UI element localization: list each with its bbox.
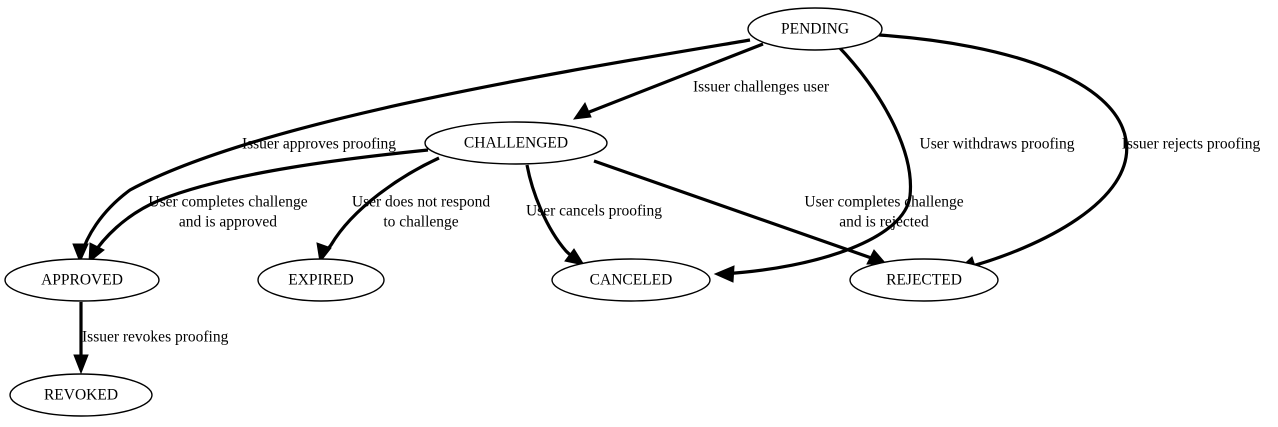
node-challenged-label: CHALLENGED — [464, 135, 568, 152]
edge-pending-canceled-path — [721, 44, 913, 276]
edge-label-pending-rejected: Issuer rejects proofing — [1122, 136, 1261, 153]
edge-challenged-canceled-arrowhead — [564, 248, 586, 266]
edge-challenged-expired — [316, 156, 440, 264]
node-revoked-label: REVOKED — [44, 387, 118, 404]
node-rejected[interactable]: REJECTED — [849, 258, 999, 302]
node-rejected-label: REJECTED — [886, 272, 962, 289]
node-revoked-shape[interactable] — [9, 373, 153, 417]
edge-label-challenged-approved-line1: User completes challenge — [148, 194, 307, 211]
edge-pending-rejected — [878, 33, 1129, 273]
node-pending-shape[interactable] — [747, 7, 883, 51]
edge-label-challenged-canceled: User cancels proofing — [526, 203, 662, 220]
edge-label-pending-challenged: Issuer challenges user — [693, 79, 830, 96]
edge-pending-canceled-arrowhead — [713, 265, 735, 283]
edge-pending-canceled — [713, 44, 913, 283]
node-pending-label: PENDING — [781, 21, 849, 38]
node-challenged-shape[interactable] — [424, 121, 608, 165]
edge-pending-rejected-path — [878, 33, 1129, 270]
edge-pending-approved-path — [79, 38, 751, 257]
node-expired-shape[interactable] — [257, 258, 385, 302]
node-canceled-shape[interactable] — [551, 258, 711, 302]
edge-pending-challenged-arrowhead — [572, 101, 592, 120]
edge-label-pending-canceled: User withdraws proofing — [920, 136, 1075, 153]
node-approved-shape[interactable] — [4, 258, 160, 302]
node-expired[interactable]: EXPIRED — [257, 258, 385, 302]
node-rejected-shape[interactable] — [849, 258, 999, 302]
edge-pending-challenged-path — [578, 42, 764, 118]
node-canceled[interactable]: CANCELED — [551, 258, 711, 302]
node-pending[interactable]: PENDING — [747, 7, 883, 51]
edge-challenged-canceled — [525, 164, 586, 266]
node-challenged[interactable]: CHALLENGED — [424, 121, 608, 165]
edge-challenged-approved-path — [90, 148, 429, 257]
edge-label-challenged-rejected-line1: User completes challenge — [804, 194, 963, 211]
edge-pending-approved — [72, 38, 751, 264]
node-approved-label: APPROVED — [41, 272, 123, 289]
edge-challenged-rejected-path — [593, 159, 881, 263]
node-expired-label: EXPIRED — [288, 272, 353, 289]
node-canceled-label: CANCELED — [590, 272, 673, 289]
edge-approved-revoked — [73, 302, 89, 375]
edge-label-approved-revoked: Issuer revokes proofing — [82, 329, 229, 346]
edge-challenged-approved-arrowhead — [88, 242, 105, 264]
edge-label-challenged-rejected-line2: and is rejected — [839, 214, 929, 231]
edge-label-pending-approved: Issuer approves proofing — [242, 136, 396, 153]
node-approved[interactable]: APPROVED — [4, 258, 160, 302]
edge-approved-revoked-arrowhead — [73, 354, 89, 375]
edge-label-challenged-expired-line1: User does not respond — [352, 194, 490, 211]
edge-label-challenged-approved-line2: and is approved — [179, 214, 277, 231]
edge-pending-approved-arrowhead — [72, 243, 89, 264]
edge-challenged-expired-arrowhead — [316, 242, 332, 264]
edge-label-challenged-expired-line2: to challenge — [383, 214, 458, 231]
edge-challenged-approved — [88, 148, 429, 264]
edge-pending-challenged — [572, 42, 764, 120]
node-revoked[interactable]: REVOKED — [9, 373, 153, 417]
